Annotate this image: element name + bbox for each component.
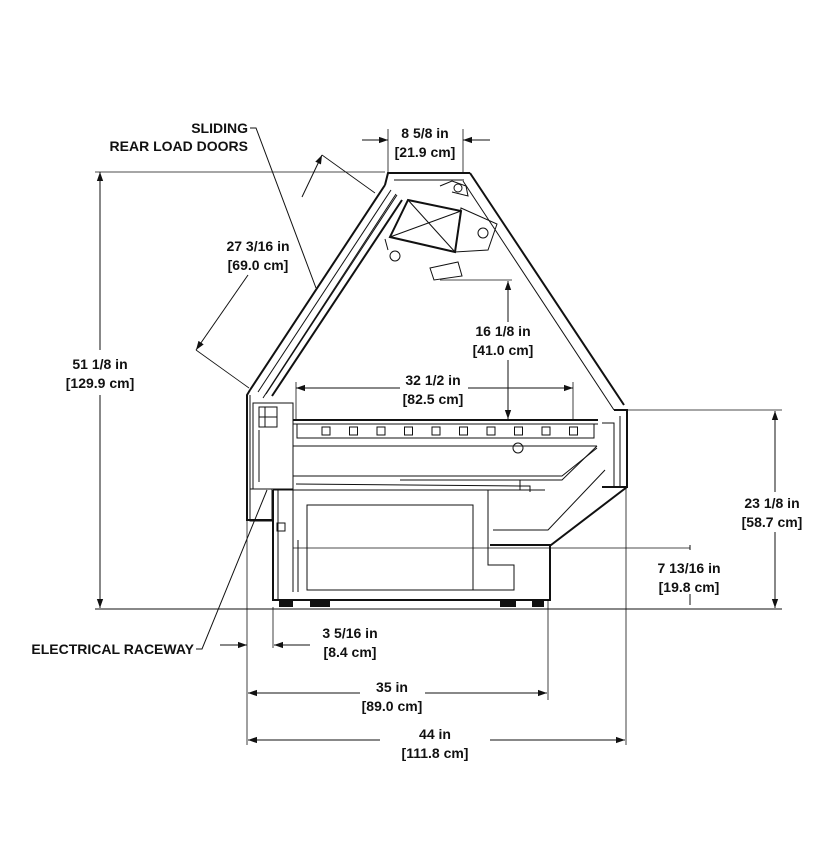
electrical-raceway-leader xyxy=(196,489,268,650)
case-outline xyxy=(95,172,782,610)
rear-sliding-doors xyxy=(249,184,403,399)
kick-height-dim-in: 7 13/16 in xyxy=(657,560,720,576)
deck-rivet xyxy=(349,426,358,436)
deck-width-dim-in: 32 1/2 in xyxy=(405,372,460,388)
rear-offset-dim-cm: [8.4 cm] xyxy=(324,644,377,660)
dimension-lines xyxy=(95,127,782,745)
front-bumper xyxy=(490,409,628,546)
callout-labels: SLIDING REAR LOAD DOORS ELECTRICAL RACEW… xyxy=(31,120,248,657)
deck-rivet xyxy=(514,426,523,436)
deck-rivet xyxy=(404,426,413,436)
deck-rivet xyxy=(321,426,331,436)
rear-load-doors-label: REAR LOAD DOORS xyxy=(110,138,248,154)
deck-rivet xyxy=(376,426,386,436)
front-glass xyxy=(462,172,625,411)
overall-depth-dim-cm: [111.8 cm] xyxy=(402,745,469,761)
deck-rivet xyxy=(569,426,578,436)
deck-rivets xyxy=(321,426,578,436)
rear-offset-dim-in: 3 5/16 in xyxy=(322,625,377,641)
sliding-label: SLIDING xyxy=(191,120,248,136)
door-length-dim-in: 27 3/16 in xyxy=(226,238,289,254)
canopy-light-fixture xyxy=(384,180,498,281)
deck-rivet xyxy=(486,426,496,436)
overall-depth-dim-in: 44 in xyxy=(419,726,451,742)
total-height-dim-cm: [129.9 cm] xyxy=(66,375,134,391)
deck-rivet xyxy=(459,426,468,436)
front-height-dim-cm: [58.7 cm] xyxy=(742,514,803,530)
top-width-dim-cm: [21.9 cm] xyxy=(395,144,456,160)
sliding-doors-leader xyxy=(250,127,317,289)
electrical-raceway-label: ELECTRICAL RACEWAY xyxy=(31,641,194,657)
canopy-drop-dim-in: 16 1/8 in xyxy=(475,323,530,339)
base-depth-dim-cm: [89.0 cm] xyxy=(362,698,423,714)
base-depth-dim-in: 35 in xyxy=(376,679,408,695)
kick-height-dim-cm: [19.8 cm] xyxy=(659,579,720,595)
deck-rivet xyxy=(431,426,441,436)
base-cabinet xyxy=(272,489,551,607)
deck-width-dim-cm: [82.5 cm] xyxy=(403,391,464,407)
top-width-dim-in: 8 5/8 in xyxy=(401,125,448,141)
deck-rivet xyxy=(541,426,551,436)
total-height-dim-in: 51 1/8 in xyxy=(72,356,127,372)
display-deck xyxy=(292,419,598,492)
front-height-dim-in: 23 1/8 in xyxy=(744,495,799,511)
rear-wall xyxy=(246,389,294,540)
door-length-dim-cm: [69.0 cm] xyxy=(228,257,289,273)
dimension-labels: 8 5/8 in [21.9 cm] 27 3/16 in [69.0 cm] … xyxy=(66,125,803,761)
canopy-drop-dim-cm: [41.0 cm] xyxy=(473,342,534,358)
